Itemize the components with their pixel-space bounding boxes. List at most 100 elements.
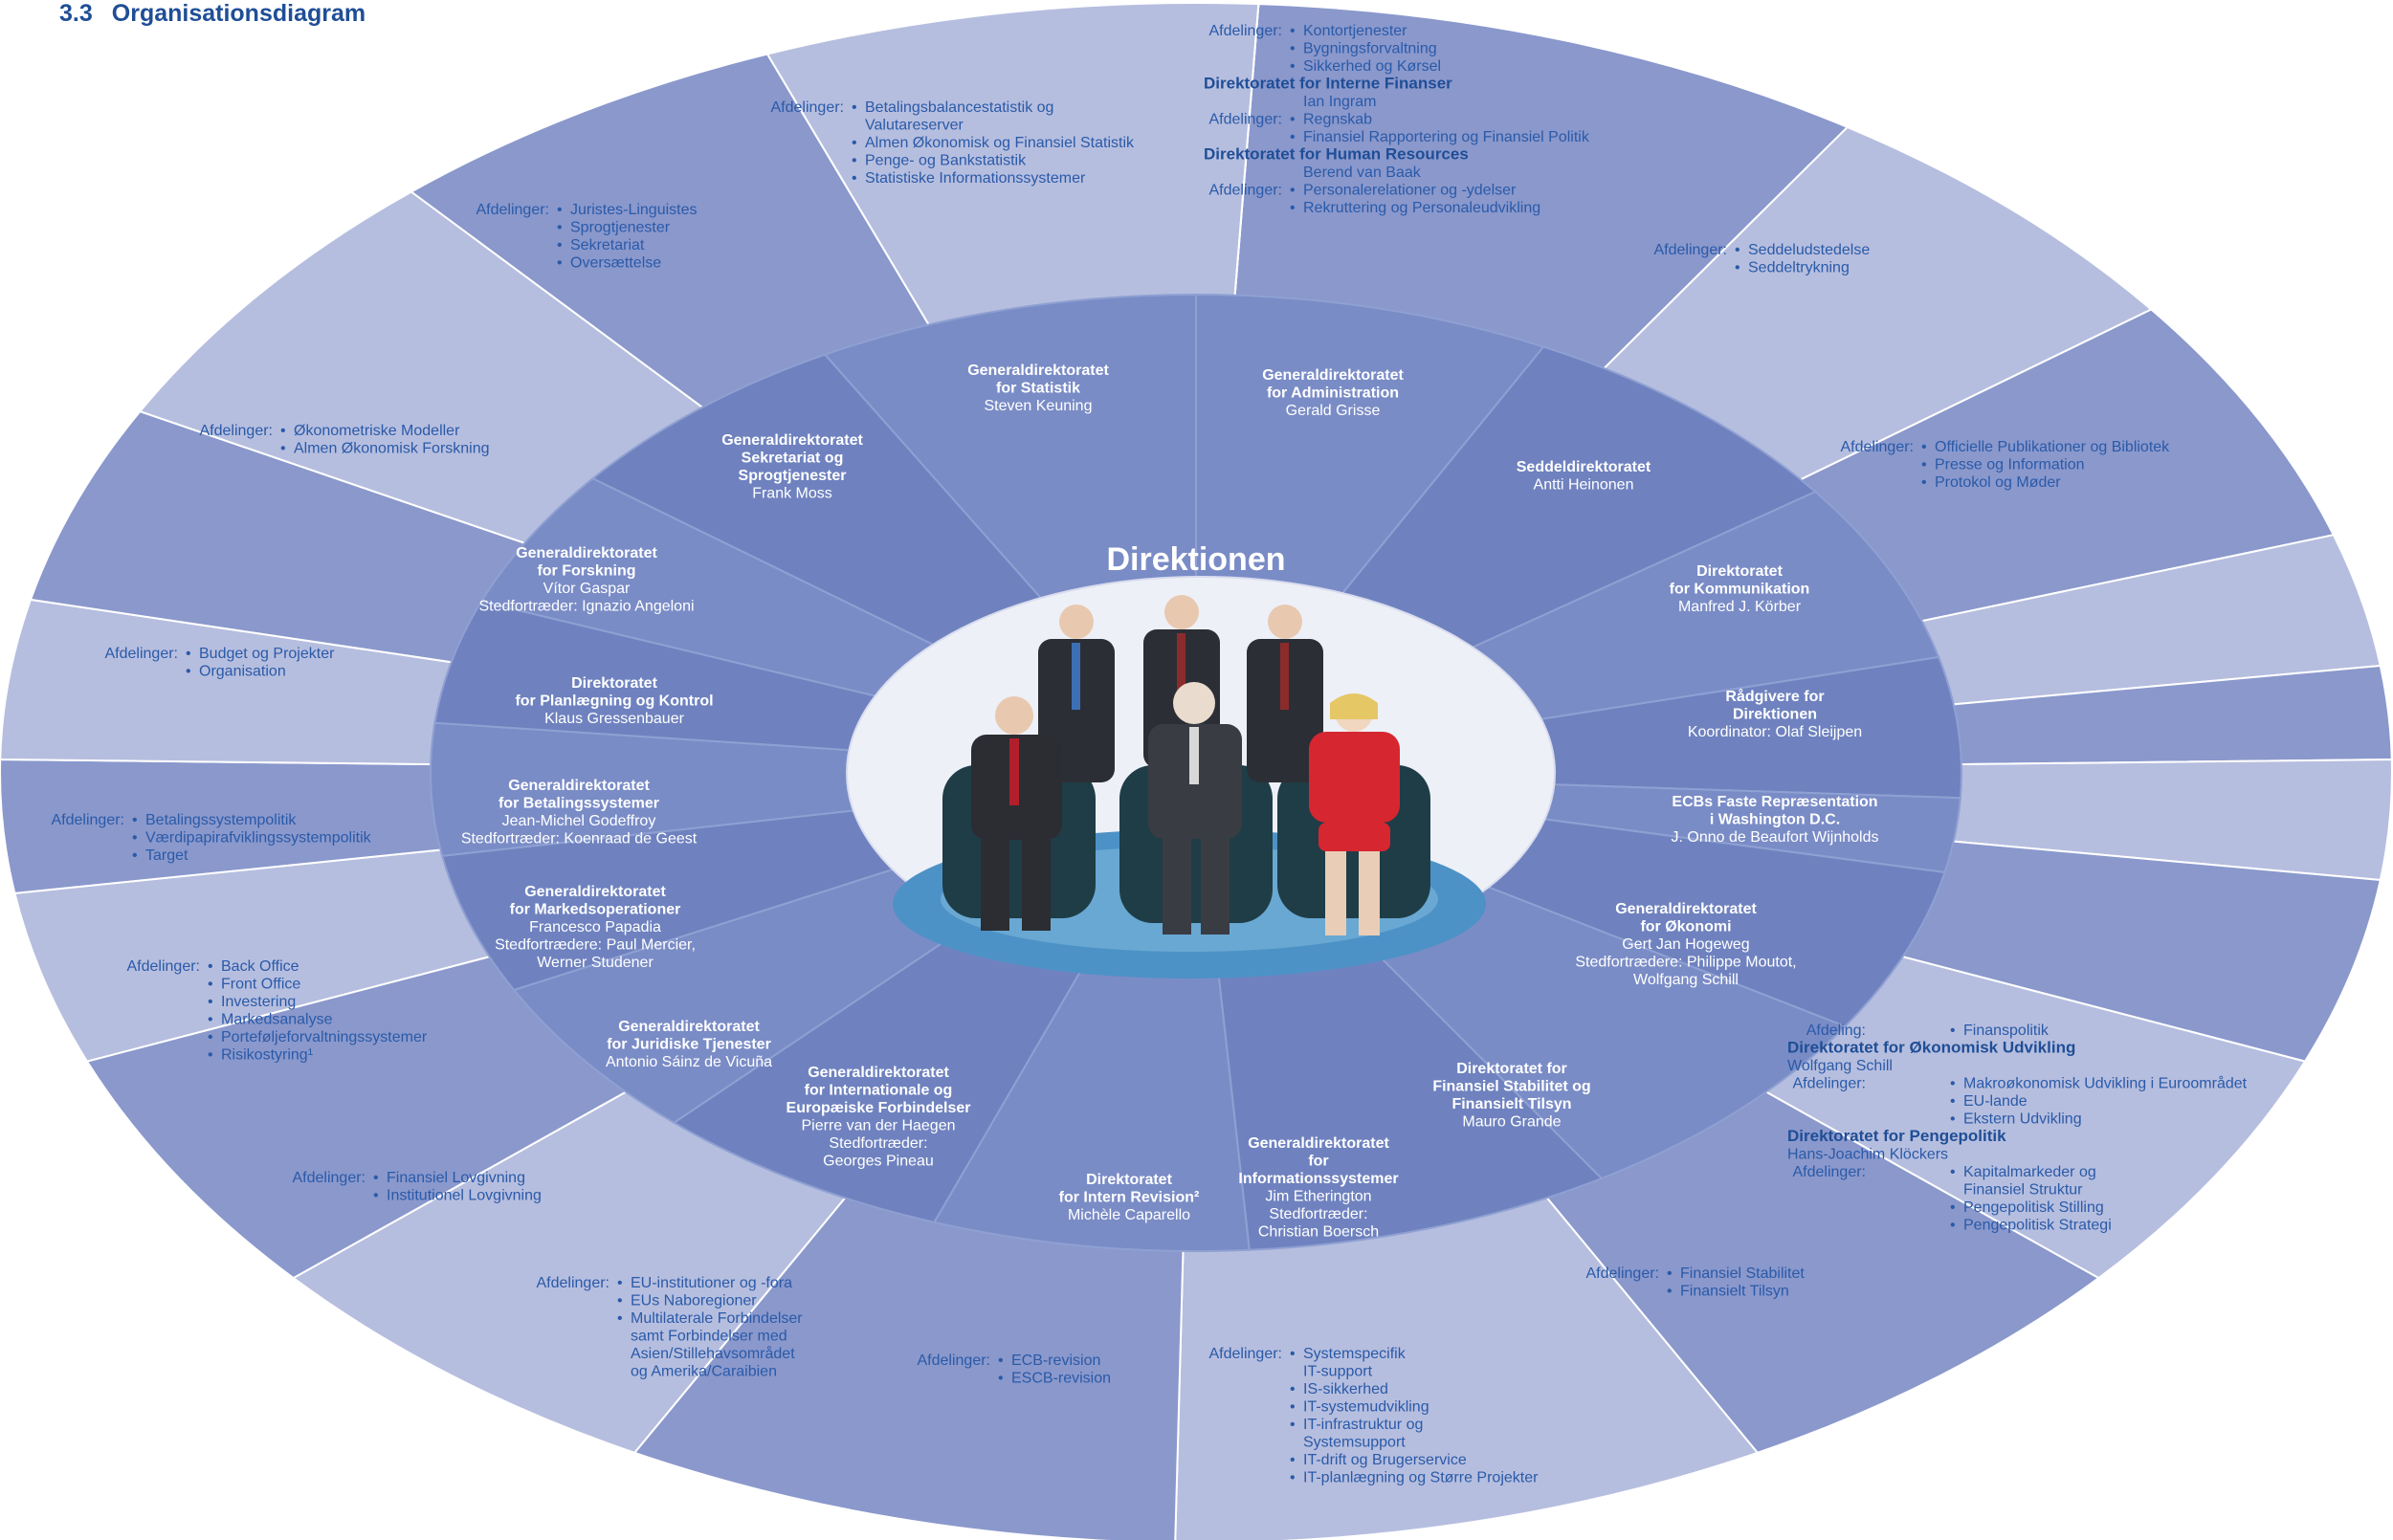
division-item: Pengepolitisk Stilling	[1963, 1199, 2104, 1216]
division-label: Afdelinger:	[293, 1170, 366, 1186]
bullet-icon: •	[557, 255, 563, 272]
unit-title: ECBs Faste Repræsentation	[1672, 794, 1877, 810]
unit-person: Christian Boersch	[1258, 1224, 1379, 1241]
division-block-kommunikation: Afdelinger:•Officielle Publikationer og …	[1841, 439, 2171, 491]
unit-title: Direktoratet for	[1456, 1061, 1567, 1077]
division-item: EUs Naboregioner	[631, 1293, 757, 1309]
unit-title: i Washington D.C.	[1710, 812, 1840, 828]
section-title: Organisationsdiagram	[111, 0, 366, 27]
division-label: Afdelinger:	[127, 958, 201, 975]
unit-person: Antti Heinonen	[1534, 477, 1634, 494]
division-item: EU-lande	[1963, 1093, 2027, 1110]
division-item: Finansiel Stabilitet	[1680, 1265, 1805, 1282]
division-item: Protokol og Møder	[1935, 474, 2061, 491]
bullet-icon: •	[208, 994, 213, 1010]
division-item: Markedsanalyse	[221, 1012, 333, 1028]
division-item: Sekretariat	[570, 237, 645, 253]
bullet-icon: •	[373, 1170, 379, 1186]
division-item: Statistiske Informationssystemer	[865, 170, 1086, 187]
division-label: Afdelinger:	[1209, 112, 1283, 128]
bullet-icon: •	[557, 237, 563, 253]
bullet-icon: •	[208, 1012, 213, 1028]
division-block-internationale: Afdelinger:•EU-institutioner og -fora•EU…	[537, 1275, 804, 1380]
unit-person: Stedfortræder:	[829, 1135, 927, 1152]
division-label: Afdelinger:	[771, 99, 845, 116]
unit-title: for Planlægning og Kontrol	[515, 693, 713, 710]
division-item-continued: Asien/Stillehavsområdet	[631, 1345, 795, 1362]
division-label: Afdelinger:	[918, 1353, 991, 1369]
division-item: Betalingssystempolitik	[145, 812, 297, 828]
division-item: IT-systemudvikling	[1303, 1399, 1429, 1416]
unit-person: Koordinator: Olaf Sleijpen	[1688, 724, 1862, 740]
unit-block[interactable]: GeneraldirektoratetforInformationssystem…	[1238, 1135, 1398, 1241]
division-block-marked: Afdelinger:•Back Office•Front Office•Inv…	[127, 958, 428, 1064]
bullet-icon: •	[1735, 242, 1740, 258]
division-item: Institutionel Lovgivning	[387, 1188, 542, 1204]
bullet-icon: •	[280, 423, 286, 439]
division-item: EU-institutioner og -fora	[631, 1275, 792, 1291]
bullet-icon: •	[617, 1293, 623, 1309]
bullet-icon: •	[557, 202, 563, 218]
unit-title: for Statistik	[996, 381, 1080, 397]
division-item: Presse og Information	[1935, 457, 2085, 473]
division-label: Afdelinger:	[1654, 242, 1728, 258]
bullet-icon: •	[280, 441, 286, 457]
bullet-icon: •	[1950, 1023, 1956, 1039]
unit-person: Gert Jan Hogeweg	[1622, 936, 1749, 953]
division-item: Front Office	[221, 977, 300, 993]
unit-title: Generaldirektoratet	[808, 1065, 949, 1081]
division-item: IT-planlægning og Større Projekter	[1303, 1470, 1539, 1486]
division-item: Rekruttering og Personaleudvikling	[1303, 200, 1540, 216]
unit-person: Stedfortræder:	[1269, 1206, 1367, 1222]
bullet-icon: •	[617, 1275, 623, 1291]
unit-title: Sekretariat og	[742, 451, 844, 467]
division-label: Afdelinger:	[476, 202, 550, 218]
unit-title: Informationssystemer	[1238, 1171, 1398, 1187]
division-item: Multilaterale Forbindelser	[631, 1310, 803, 1327]
division-item: Oversættelse	[570, 255, 661, 272]
unit-title: for	[1308, 1154, 1328, 1170]
bullet-icon: •	[1667, 1265, 1673, 1282]
division-item: Sikkerhed og Kørsel	[1303, 58, 1441, 75]
division-item: Økonometriske Modeller	[294, 423, 460, 439]
member-seated-left	[971, 696, 1062, 931]
member-seated-right	[1309, 693, 1400, 935]
bullet-icon: •	[852, 170, 857, 187]
bullet-icon: •	[208, 977, 213, 993]
unit-person: Vítor Gaspar	[543, 581, 631, 597]
unit-block[interactable]: ECBs Faste Repræsentation i Washington D.…	[1671, 794, 1878, 846]
division-item: Target	[145, 847, 188, 864]
sub-directorate-heading: Direktoratet for Pengepolitik	[1787, 1127, 2006, 1145]
division-label: Afdeling:	[1806, 1023, 1866, 1039]
division-item: Personalerelationer og -ydelser	[1303, 183, 1517, 199]
unit-person: Jim Etherington	[1265, 1189, 1371, 1205]
unit-person: Gerald Grisse	[1286, 403, 1381, 419]
unit-person: Frank Moss	[752, 486, 832, 502]
division-label: Afdelinger:	[1209, 183, 1283, 199]
unit-person: Francesco Papadia	[529, 919, 661, 935]
unit-title: Finansiel Stabilitet og	[1432, 1079, 1590, 1095]
division-item: Kontortjenester	[1303, 23, 1407, 39]
bullet-icon: •	[132, 830, 138, 847]
division-item: Porteføljeforvaltningssystemer	[221, 1029, 428, 1045]
division-block-statistik: Afdelinger:•Betalingsbalancestatistik og…	[771, 99, 1136, 187]
unit-person: Pierre van der Haegen	[802, 1118, 956, 1134]
member-seated-center	[1148, 682, 1242, 935]
bullet-icon: •	[1950, 1199, 1956, 1216]
section-number: 3.3	[59, 0, 93, 27]
